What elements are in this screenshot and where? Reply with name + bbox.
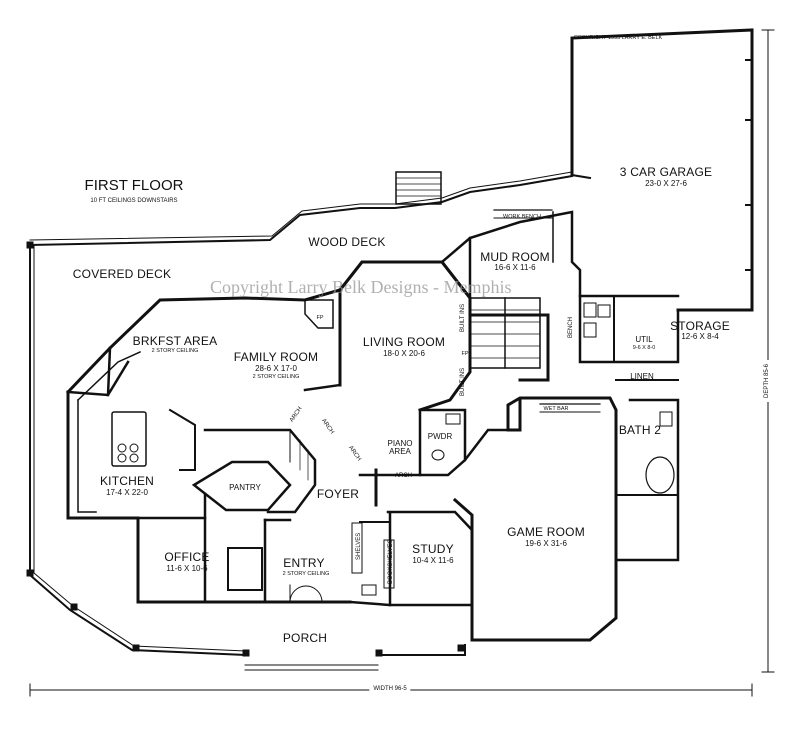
arch-tag-4: ARCH: [395, 473, 413, 479]
brkfst-note: 2 STORY CEILING: [151, 348, 199, 354]
kitchen-counter: [76, 351, 141, 402]
study-label: STUDY: [412, 542, 454, 556]
office-dim: 11-6 X 10-6: [166, 564, 208, 573]
linen-label: LINEN: [630, 372, 654, 381]
study-shelves: [351, 522, 363, 574]
pwdr-label: PWDR: [427, 432, 453, 441]
mud-room-label: MUD ROOM: [480, 250, 550, 264]
wet-bar-tag: WET BAR: [543, 406, 569, 412]
porch-label: PORCH: [282, 631, 328, 645]
living-room-dim: 18-0 X 20-6: [383, 349, 425, 358]
game-room-dim: 19-6 X 31-6: [525, 539, 567, 548]
dryer: [583, 322, 597, 338]
garage-walls: [570, 28, 754, 312]
entry-note: 2 STORY CEILING: [282, 571, 330, 577]
kitchen-label: KITCHEN: [99, 474, 155, 488]
util-sink: [597, 304, 611, 318]
family-room-dim: 28-6 X 17-0: [255, 364, 297, 373]
foyer-label: FOYER: [316, 487, 360, 501]
storage-walls: [578, 294, 680, 364]
work-bench-tag: WORK BENCH: [503, 214, 541, 220]
covered-deck-rail: [29, 244, 247, 657]
deck-stairs: [395, 171, 442, 205]
plan-title: FIRST FLOOR: [84, 177, 184, 194]
depth-label: DEPTH 85-6: [764, 359, 770, 402]
wood-deck-label: WOOD DECK: [308, 235, 386, 249]
office-closet: [227, 547, 263, 591]
pantry-walls: [191, 460, 292, 512]
piano-label: PIANO AREA: [387, 439, 413, 457]
game-room-label: GAME ROOM: [507, 525, 585, 539]
shelves-tag: SHELVES: [356, 532, 362, 560]
storage-label: STORAGE: [670, 319, 730, 333]
width-label: WIDTH 96-5: [369, 686, 411, 693]
covered-deck-label: COVERED DECK: [72, 267, 172, 281]
family-room-note: 2 STORY CEILING: [252, 374, 300, 380]
plan-subtitle: 10 FT CEILINGS DOWNSTAIRS: [90, 198, 178, 204]
bath2-label: BATH 2: [618, 423, 662, 437]
storage-dim: 12-6 X 8-4: [681, 332, 719, 341]
bench-tag: BENCH: [568, 316, 574, 338]
built-ins-tag-1: BUILT INS: [460, 303, 466, 332]
built-ins-tag-2: BUILT INS: [460, 367, 466, 396]
util-dim: 9-6 X 8-0: [632, 345, 656, 351]
brkfst-label: BRKFST AREA: [132, 334, 218, 348]
pantry-label: PANTRY: [229, 483, 261, 492]
kitchen-island: [111, 411, 147, 467]
washer: [583, 302, 597, 318]
fp-tag: FP: [316, 315, 324, 321]
kitchen-dim: 17-4 X 22-0: [106, 488, 148, 497]
entry-label: ENTRY: [283, 556, 325, 570]
mud-room-dim: 16-6 X 11-6: [494, 263, 536, 272]
fp-tag-2: FP: [461, 351, 469, 357]
study-dim: 10-4 X 11-6: [412, 556, 454, 565]
util-label: UTIL: [635, 335, 653, 344]
garage-label: 3 CAR GARAGE: [619, 165, 713, 179]
game-room-walls: [452, 396, 618, 642]
study-walls: [386, 510, 474, 607]
family-fireplace: [304, 299, 334, 329]
watermark: Copyright Larry Belk Designs - Memphis: [210, 277, 512, 297]
pwdr-walls: [418, 408, 467, 477]
bookshelves-tag: BOOKSHELVES: [388, 539, 394, 584]
wood-deck-rail: [28, 174, 574, 247]
garage-dim: 23-0 X 27-6: [645, 179, 687, 188]
copyright-note: COPYRIGHT 1995 LARRY E. BELK: [573, 35, 663, 41]
family-room-label: FAMILY ROOM: [233, 350, 319, 364]
pantry-stair: [203, 428, 317, 514]
office-label: OFFICE: [164, 550, 210, 564]
living-room-label: LIVING ROOM: [362, 335, 446, 349]
bath2-walls: [614, 398, 680, 562]
